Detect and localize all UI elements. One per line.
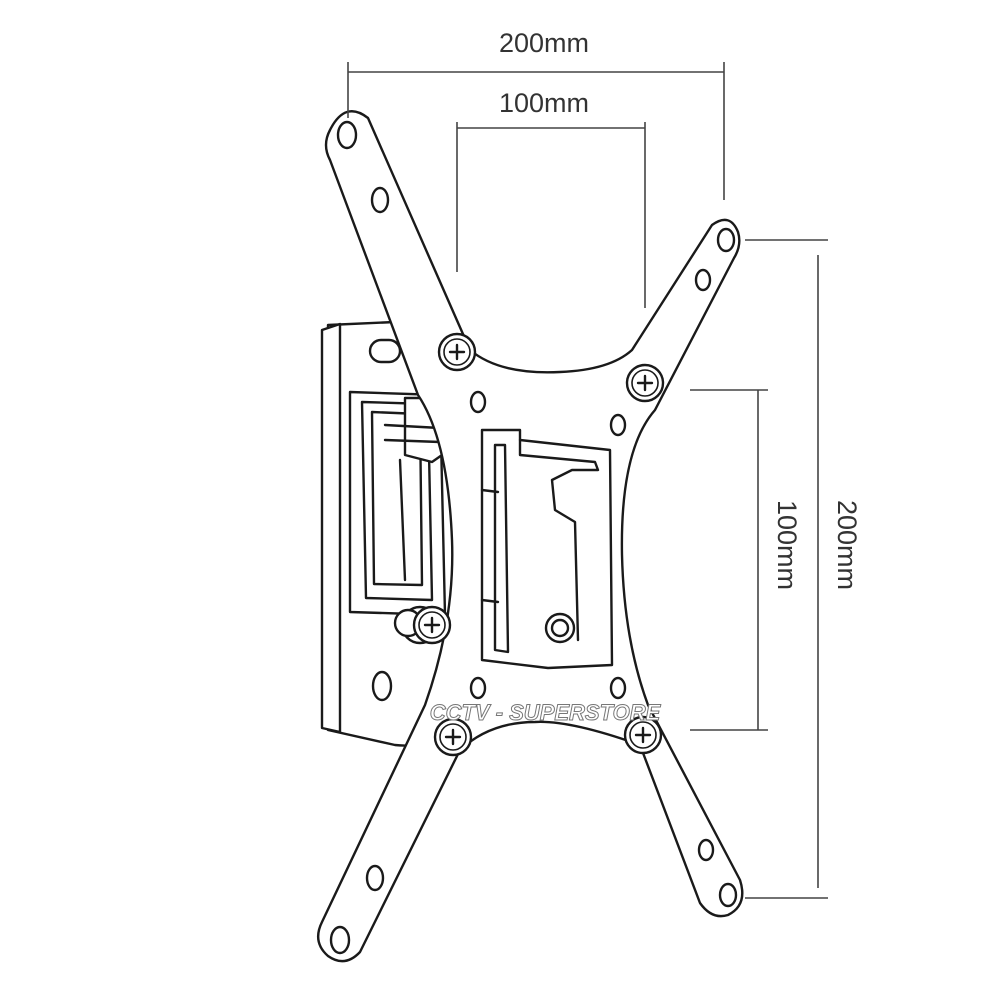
watermark: CCTV - SUPERSTORE — [430, 700, 662, 725]
outer-width-label: 200mm — [499, 28, 589, 58]
bolt-icon — [544, 612, 576, 644]
dimension-outer-height: 200mm — [745, 239, 862, 899]
centre-bracket — [480, 428, 614, 670]
outer-height-label: 200mm — [832, 500, 862, 590]
inner-height-label: 100mm — [772, 500, 802, 590]
vesa-mounting-plate — [316, 110, 744, 963]
dimension-inner-width: 100mm — [456, 88, 646, 308]
arm-holes — [329, 120, 738, 955]
cross-head-screw-icon — [412, 332, 665, 757]
dimension-outer-width: 200mm — [347, 28, 725, 200]
inner-width-label: 100mm — [499, 88, 589, 118]
swivel-arm-bracket — [348, 390, 447, 645]
dimension-inner-height: 100mm — [690, 389, 802, 731]
